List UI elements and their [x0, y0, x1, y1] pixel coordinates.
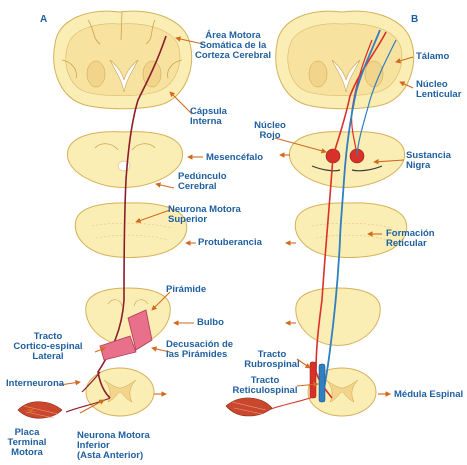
leader-arrows: [27, 36, 414, 414]
pyramid-highlight: [99, 309, 153, 361]
panel-b-spinal-cord-section: [307, 367, 377, 417]
label-nms-line-1: Neurona Motora: [168, 204, 241, 215]
label-area-motora: Área Motora Somática de la Corteza Cereb…: [192, 31, 274, 61]
reticulospinal-tract-path: [321, 29, 381, 399]
label-mesencefalo: Mesencéfalo: [206, 152, 264, 163]
panel-b-medulla-section: [295, 287, 381, 346]
label-decusacion-line-2: las Pirámides: [166, 349, 228, 360]
label-interneurona: Interneurona: [6, 378, 65, 389]
label-nucleo-lenticular: Núcleo Lenticular: [416, 80, 461, 100]
label-placa-line-2: Terminal: [7, 437, 47, 448]
label-capsula-interna-line-1: Cápsula: [190, 106, 227, 117]
label-piramide: Pirámide: [166, 284, 207, 295]
panel-a-spinal-cord-section: [85, 367, 155, 417]
label-tcl-line-3: Lateral: [32, 351, 64, 362]
label-tracto-rubrospinal: Tracto Rubrospinal: [244, 350, 300, 370]
label-pedunculo-cerebral: Pedúnculo Cerebral: [178, 172, 227, 192]
label-neurona-motora-superior: Neurona Motora Superior: [168, 205, 241, 225]
panel-a-brain-section: [53, 10, 193, 110]
label-tcl-line-1: Tracto: [33, 331, 63, 342]
panel-b-muscle: [225, 397, 273, 417]
label-trt-line-2: Reticulospinal: [232, 385, 298, 396]
label-area-motora-line-3: Corteza Cerebral: [194, 50, 272, 61]
label-fr-line-2: Reticular: [386, 238, 427, 249]
label-nmi-line-2: Inferior: [77, 440, 110, 451]
label-capsula-interna: Cápsula Interna: [190, 107, 227, 127]
label-placa-line-3: Motora: [11, 447, 43, 458]
panel-a-midbrain-section: [66, 131, 184, 188]
label-pedunculo-line-1: Pedúnculo: [178, 171, 227, 182]
label-nl-line-2: Lenticular: [416, 89, 462, 100]
label-nl-line-1: Núcleo: [416, 79, 448, 90]
label-nmi-line-3: (Asta Anterior): [77, 450, 144, 461]
panel-b-brain-section: [275, 10, 415, 110]
label-neurona-motora-inferior: Neurona Motora Inferior (Asta Anterior): [77, 431, 150, 461]
label-sn-line-1: Sustancia: [406, 150, 451, 161]
label-tcl-line-2: Cortico-espinal: [13, 341, 83, 352]
panel-b-pons-section: [294, 202, 408, 258]
label-nms-line-2: Superior: [168, 214, 208, 225]
panel-a-letter: A: [40, 14, 48, 25]
label-protuberancia: Protuberancia: [198, 237, 262, 248]
label-nr-line-1: Núcleo: [254, 120, 286, 131]
label-pedunculo-line-2: Cerebral: [178, 181, 217, 192]
label-formacion-reticular: Formación Reticular: [386, 229, 435, 249]
panel-a-muscle: [17, 401, 63, 419]
panel-a-pons-section: [74, 202, 188, 258]
label-fr-line-1: Formación: [386, 228, 435, 239]
label-placa-terminal: Placa Terminal Motora: [0, 428, 54, 458]
label-nucleo-rojo: Núcleo Rojo: [246, 121, 294, 141]
label-decusacion: Decusación de las Pirámides: [166, 340, 233, 360]
label-nr-line-2: Rojo: [259, 130, 281, 141]
panel-b-letter: B: [411, 14, 419, 25]
label-nmi-line-1: Neurona Motora: [77, 430, 150, 441]
panel-b-midbrain-section: [288, 131, 406, 188]
label-capsula-interna-line-2: Interna: [190, 116, 222, 127]
label-sustancia-nigra: Sustancia Nigra: [406, 151, 451, 171]
corticospinal-tract-path: [97, 35, 167, 399]
label-bulbo: Bulbo: [197, 317, 224, 328]
label-placa-line-1: Placa: [14, 427, 40, 438]
label-tracto-corticoespinal: Tracto Cortico-espinal Lateral: [2, 332, 94, 362]
label-decusacion-line-1: Decusación de: [166, 339, 234, 350]
label-sn-line-2: Nigra: [406, 160, 431, 171]
label-medula-espinal: Médula Espinal: [394, 389, 464, 400]
label-trs-line-1: Tracto: [257, 349, 287, 360]
label-talamo: Tálamo: [416, 51, 450, 62]
label-trt-line-1: Tracto: [250, 375, 280, 386]
label-tracto-reticulospinal: Tracto Reticulospinal: [230, 376, 300, 396]
label-trs-line-2: Rubrospinal: [244, 359, 300, 370]
label-area-motora-line-1: Área Motora: [205, 30, 261, 41]
label-area-motora-line-2: Somática de la: [199, 40, 267, 51]
